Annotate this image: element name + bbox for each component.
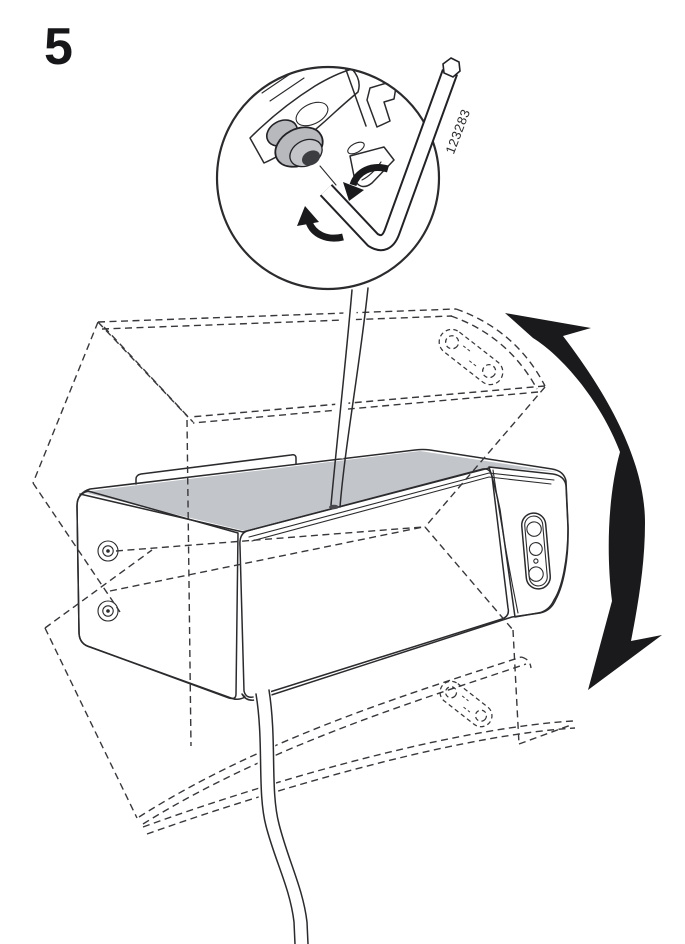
part-number-label: 123283 [442, 107, 473, 156]
mounting-slot-lower [439, 680, 493, 728]
top-left-edge [79, 493, 244, 533]
set-screw [265, 119, 324, 168]
top-front-edge [242, 467, 490, 533]
step-number: 5 [44, 18, 73, 76]
speaker-body [76, 448, 569, 701]
hex-key-end [442, 57, 461, 78]
rounded-edge-line-2 [251, 476, 552, 542]
allen-key [319, 57, 461, 252]
speaker-left-face [76, 490, 239, 700]
axis-line [319, 165, 337, 186]
power-cable [253, 689, 310, 944]
hex-key-leader-lines [330, 287, 369, 508]
rotation-cue-arrow-upper [343, 164, 389, 201]
magnifier-detail: 123283 [215, 57, 473, 291]
hex-socket [301, 150, 321, 166]
wall-bracket-tab [135, 454, 297, 485]
rotation-arrow [505, 313, 662, 690]
dashed-outline-upper-position [32, 308, 546, 747]
dashed-outline-lower-position [44, 526, 576, 835]
control-button-bottom [528, 566, 544, 582]
control-buttons [520, 512, 552, 590]
screw-hole-top [97, 540, 119, 562]
cable-entry-hole [329, 504, 339, 510]
control-button-middle [528, 542, 543, 556]
right-face-edge-line [492, 469, 519, 614]
rounded-edge-line-1 [248, 472, 555, 538]
rotation-cue-arrow-lower [297, 206, 344, 242]
speaker-top-face [82, 451, 558, 531]
mounting-slot-upper [438, 328, 504, 386]
status-dot [533, 558, 539, 564]
speaker-right-face [488, 466, 569, 618]
control-button-top [526, 521, 542, 537]
screw-hole-bottom [97, 600, 119, 622]
